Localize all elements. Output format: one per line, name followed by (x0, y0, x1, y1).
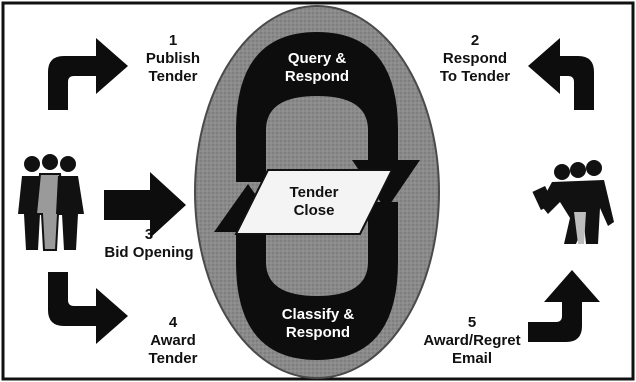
query-respond-line2: Respond (284, 68, 350, 85)
step-3-number: 3 (144, 226, 154, 243)
step-4-number: 4 (168, 314, 178, 331)
query-respond-label: Query & Respond (272, 50, 362, 86)
step-1-line1: Publish (145, 50, 201, 67)
respond-to-tender-arrow (528, 38, 594, 110)
step-2-label: 2 Respond To Tender (420, 32, 530, 86)
step-1-label: 1 Publish Tender (128, 32, 218, 86)
classify-respond-line2: Respond (285, 324, 351, 341)
tender-close-panel (234, 169, 394, 235)
step-4-line1: Award (150, 332, 196, 349)
tender-close-line2: Close (293, 202, 335, 219)
step-5-line1: Award/Regret (423, 332, 521, 349)
step-4-line2: Tender (148, 350, 198, 367)
tender-close-label: Tender Close (272, 184, 356, 220)
step-5-label: 5 Award/Regret Email (412, 314, 532, 368)
step-5-line2: Email (451, 350, 493, 367)
award-tender-arrow (48, 272, 128, 344)
bid-opening-arrow (104, 172, 186, 238)
publish-tender-arrow (48, 38, 128, 110)
tender-issuer-group-icon (18, 154, 84, 251)
query-respond-arrow (236, 32, 420, 210)
bidders-group-icon (532, 160, 614, 244)
step-3-label: 3 Bid Opening (94, 226, 204, 262)
step-4-label: 4 Award Tender (128, 314, 218, 368)
step-1-line2: Tender (148, 68, 198, 85)
step-5-number: 5 (467, 314, 477, 331)
step-3-line1: Bid Opening (104, 244, 194, 261)
tender-close-line1: Tender (289, 184, 339, 201)
query-respond-line1: Query & (287, 50, 347, 67)
step-1-number: 1 (168, 32, 178, 49)
classify-respond-line1: Classify & (281, 306, 355, 323)
step-2-line1: Respond (442, 50, 508, 67)
step-2-number: 2 (470, 32, 480, 49)
classify-respond-label: Classify & Respond (268, 306, 368, 342)
step-2-line2: To Tender (439, 68, 511, 85)
award-regret-email-arrow (528, 270, 600, 342)
